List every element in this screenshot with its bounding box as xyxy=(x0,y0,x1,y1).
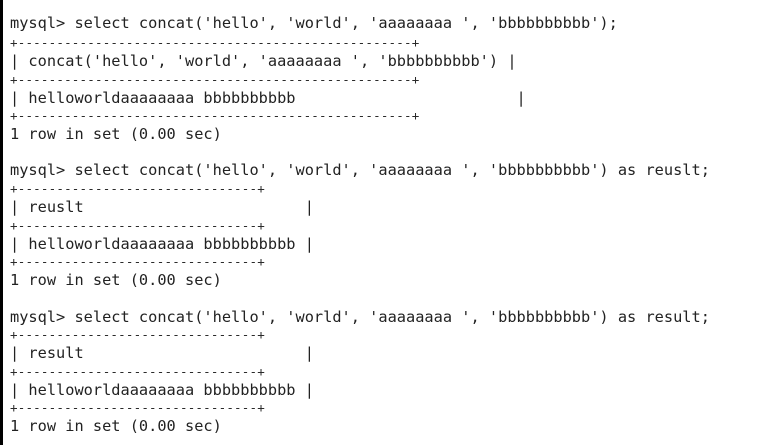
command-line: mysql> select concat('hello', 'world', '… xyxy=(10,308,710,326)
table-border-top: +-------------------------------+ xyxy=(10,327,265,342)
table-border-middle: +---------------------------------------… xyxy=(10,72,420,87)
table-border-top: +---------------------------------------… xyxy=(10,35,420,50)
table-row: | helloworldaaaaaaaa bbbbbbbbbb | xyxy=(10,89,526,107)
table-row: | helloworldaaaaaaaa bbbbbbbbbb | xyxy=(10,381,314,399)
table-border-bottom: +---------------------------------------… xyxy=(10,108,420,123)
table-header: | concat('hello', 'world', 'aaaaaaaa ', … xyxy=(10,52,517,70)
table-border-bottom: +-------------------------------+ xyxy=(10,254,265,269)
table-border-top: +-------------------------------+ xyxy=(10,181,265,196)
table-border-bottom: +-------------------------------+ xyxy=(10,400,265,415)
mysql-terminal-output[interactable]: mysql> select concat('hello', 'world', '… xyxy=(10,0,770,445)
query-status: 1 row in set (0.00 sec) xyxy=(10,125,222,143)
table-border-middle: +-------------------------------+ xyxy=(10,218,265,233)
query-status: 1 row in set (0.00 sec) xyxy=(10,417,222,435)
window-left-edge xyxy=(0,0,3,445)
table-header: | reuslt | xyxy=(10,198,314,216)
command-line: mysql> select concat('hello', 'world', '… xyxy=(10,14,618,32)
query-status: 1 row in set (0.00 sec) xyxy=(10,271,222,289)
table-border-middle: +-------------------------------+ xyxy=(10,364,265,379)
table-header: | result | xyxy=(10,344,314,362)
command-line: mysql> select concat('hello', 'world', '… xyxy=(10,161,710,179)
table-row: | helloworldaaaaaaaa bbbbbbbbbb | xyxy=(10,235,314,253)
